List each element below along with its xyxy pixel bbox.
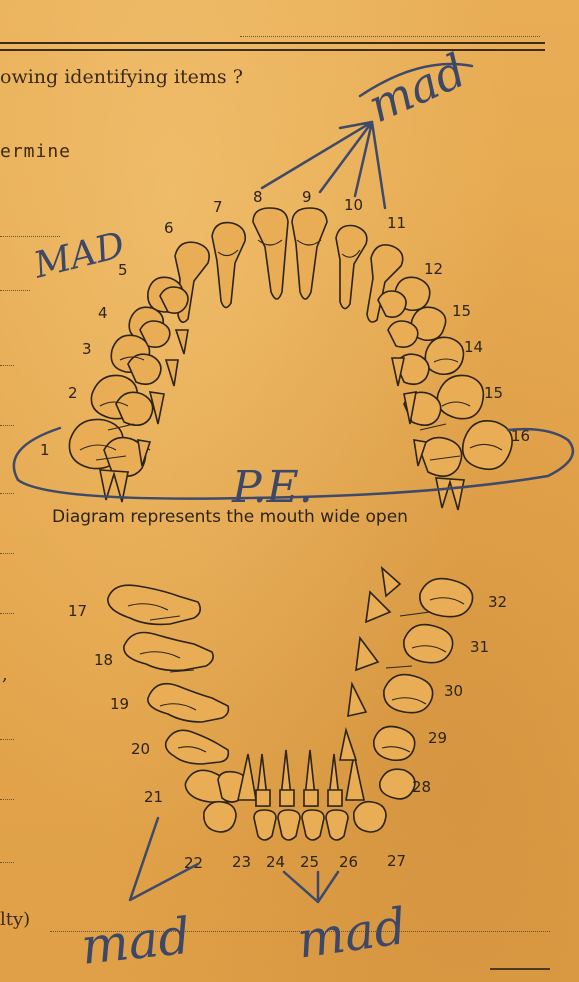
- tooth-label: 12: [424, 260, 443, 278]
- tooth-label: 28: [412, 778, 431, 796]
- tooth-26: [302, 810, 324, 840]
- tooth-label: 15: [484, 384, 503, 402]
- tooth-label: 27: [387, 852, 406, 870]
- tooth-label: 2: [68, 384, 78, 402]
- tooth-label: 14: [464, 338, 483, 356]
- tooth-label: 3: [82, 340, 92, 358]
- tooth-label: 7: [213, 198, 223, 216]
- arrow-annotation: [262, 122, 385, 208]
- tooth-label: 4: [98, 304, 108, 322]
- tooth-label: 30: [444, 682, 463, 700]
- tooth-19: [148, 684, 229, 722]
- tooth-label: 23: [232, 853, 251, 871]
- tooth-label: 9: [302, 188, 312, 206]
- tooth-label: 29: [428, 729, 447, 747]
- handwriting-bottom-left: mad: [78, 907, 193, 976]
- tooth-30: [384, 675, 433, 713]
- tooth-label: 8: [253, 188, 263, 206]
- tooth-25: [278, 810, 300, 840]
- handwriting-bottom-right: mad: [294, 897, 410, 970]
- tooth-18: [124, 633, 213, 671]
- tooth-label: 24: [266, 853, 285, 871]
- tooth-15: [437, 375, 483, 418]
- tooth-label: 15: [452, 302, 471, 320]
- tooth-label: 32: [488, 593, 507, 611]
- tooth-label: 31: [470, 638, 489, 656]
- arrow-annotation: [284, 872, 338, 902]
- tooth-label: 17: [68, 602, 87, 620]
- tooth-label: 26: [339, 853, 358, 871]
- tooth-label: 6: [164, 219, 174, 237]
- handwriting-top-right: mad: [360, 43, 474, 133]
- tooth-24: [254, 810, 276, 840]
- tooth-label: 1: [40, 441, 50, 459]
- tooth-20: [166, 730, 229, 764]
- tooth-label: 20: [131, 740, 150, 758]
- tooth-28: [380, 769, 415, 799]
- tooth-label: 10: [344, 196, 363, 214]
- tooth-22: [204, 802, 236, 832]
- handwriting-left: MAD: [29, 225, 129, 287]
- tooth-14: [425, 337, 463, 374]
- tooth-7: [212, 223, 245, 308]
- tooth-label: 18: [94, 651, 113, 669]
- tooth-29: [374, 727, 415, 761]
- handwriting-center: P.E.: [231, 462, 313, 513]
- tooth-label: 11: [387, 214, 406, 232]
- tooth-label: 25: [300, 853, 319, 871]
- tooth-31: [404, 625, 453, 663]
- tooth-label: 21: [144, 788, 163, 806]
- tooth-8: [253, 208, 288, 299]
- tooth-27: [326, 810, 348, 840]
- tooth-label: 19: [110, 695, 129, 713]
- tooth-9: [292, 208, 327, 299]
- tooth-10: [336, 226, 367, 309]
